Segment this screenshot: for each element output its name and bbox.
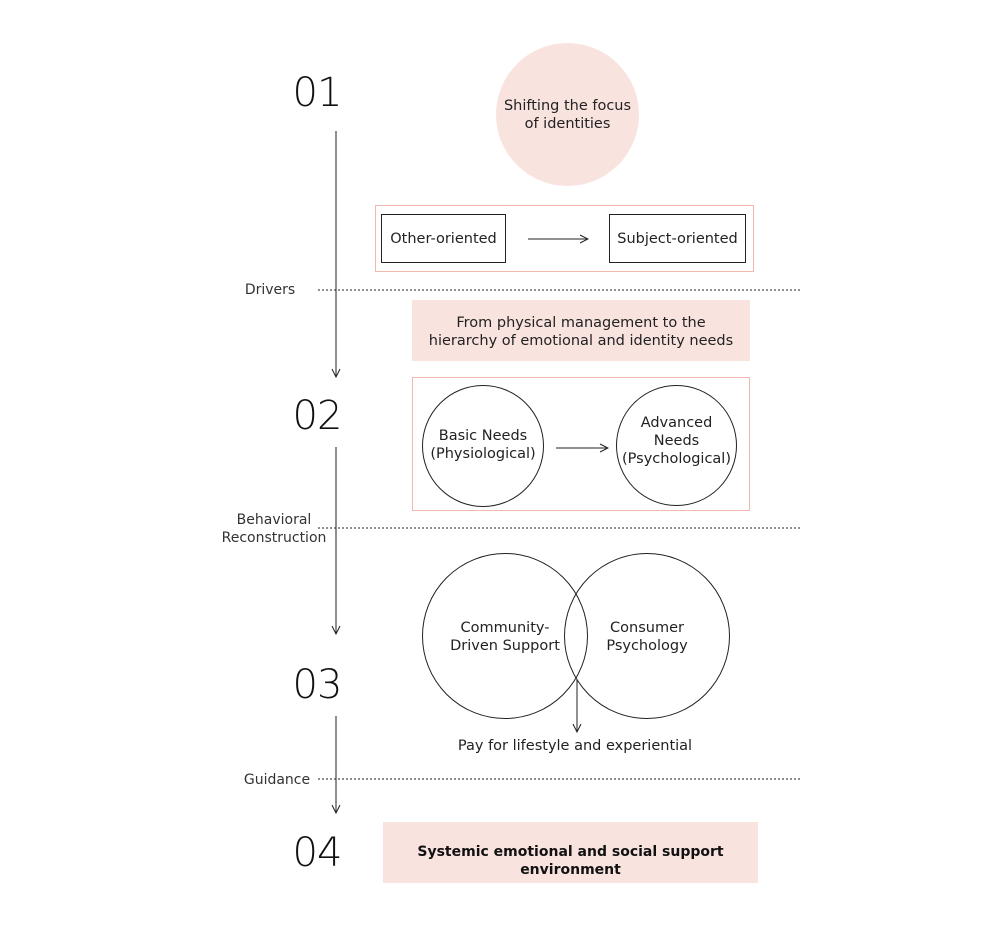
venn-right-line2: Psychology — [606, 638, 688, 654]
focus-circle — [496, 43, 639, 186]
venn-result-text: Pay for lifestyle and experiential — [457, 738, 693, 754]
label-drivers: Drivers — [244, 282, 296, 298]
label-behavioral-reconstruction: Behavioral Reconstruction — [210, 511, 338, 547]
stage-number-03: 03 — [292, 662, 343, 708]
basic-needs-line2: (Physiological) — [430, 446, 536, 462]
hierarchy-line1: From physical management to the — [456, 315, 706, 331]
final-box — [383, 822, 758, 883]
hierarchy-box-text: From physical management to the hierarch… — [412, 314, 750, 350]
venn-right-text: Consumer Psychology — [574, 619, 720, 655]
label-guidance: Guidance — [243, 772, 311, 788]
other-oriented-box: Other-oriented — [381, 214, 506, 263]
stage-number-01: 01 — [292, 70, 343, 116]
stage-number-04: 04 — [292, 830, 343, 876]
basic-needs-line1: Basic Needs — [438, 428, 528, 444]
basic-needs-circle — [422, 385, 544, 507]
venn-left-text: Community- Driven Support — [432, 619, 578, 655]
final-box-text: Systemic emotional and social support en… — [417, 844, 724, 878]
hierarchy-line2: hierarchy of emotional and identity need… — [428, 333, 734, 349]
stage-number-02: 02 — [292, 393, 343, 439]
advanced-needs-text: Advanced Needs (Psychological) — [606, 414, 747, 468]
needs-frame — [412, 377, 750, 511]
hierarchy-box — [412, 300, 750, 361]
advanced-needs-line1: Advanced — [640, 415, 713, 431]
focus-line2: of identities — [524, 116, 611, 132]
venn-left-line1: Community- — [460, 620, 550, 636]
advanced-needs-circle — [616, 385, 737, 506]
venn-right-circle — [564, 553, 730, 719]
venn-left-line2: Driven Support — [450, 638, 560, 654]
focus-line1: Shifting the focus — [503, 98, 632, 114]
venn-right-line1: Consumer — [610, 620, 684, 636]
basic-needs-text: Basic Needs (Physiological) — [412, 427, 554, 463]
advanced-needs-line2: Needs — [653, 433, 700, 449]
subject-oriented-box: Subject-oriented — [609, 214, 746, 263]
advanced-needs-line3: (Psychological) — [622, 451, 731, 467]
label-behavioral-line2: Reconstruction — [221, 530, 327, 546]
orientation-frame — [375, 205, 754, 272]
focus-circle-text: Shifting the focus of identities — [486, 97, 649, 133]
label-behavioral-line1: Behavioral — [236, 512, 312, 528]
